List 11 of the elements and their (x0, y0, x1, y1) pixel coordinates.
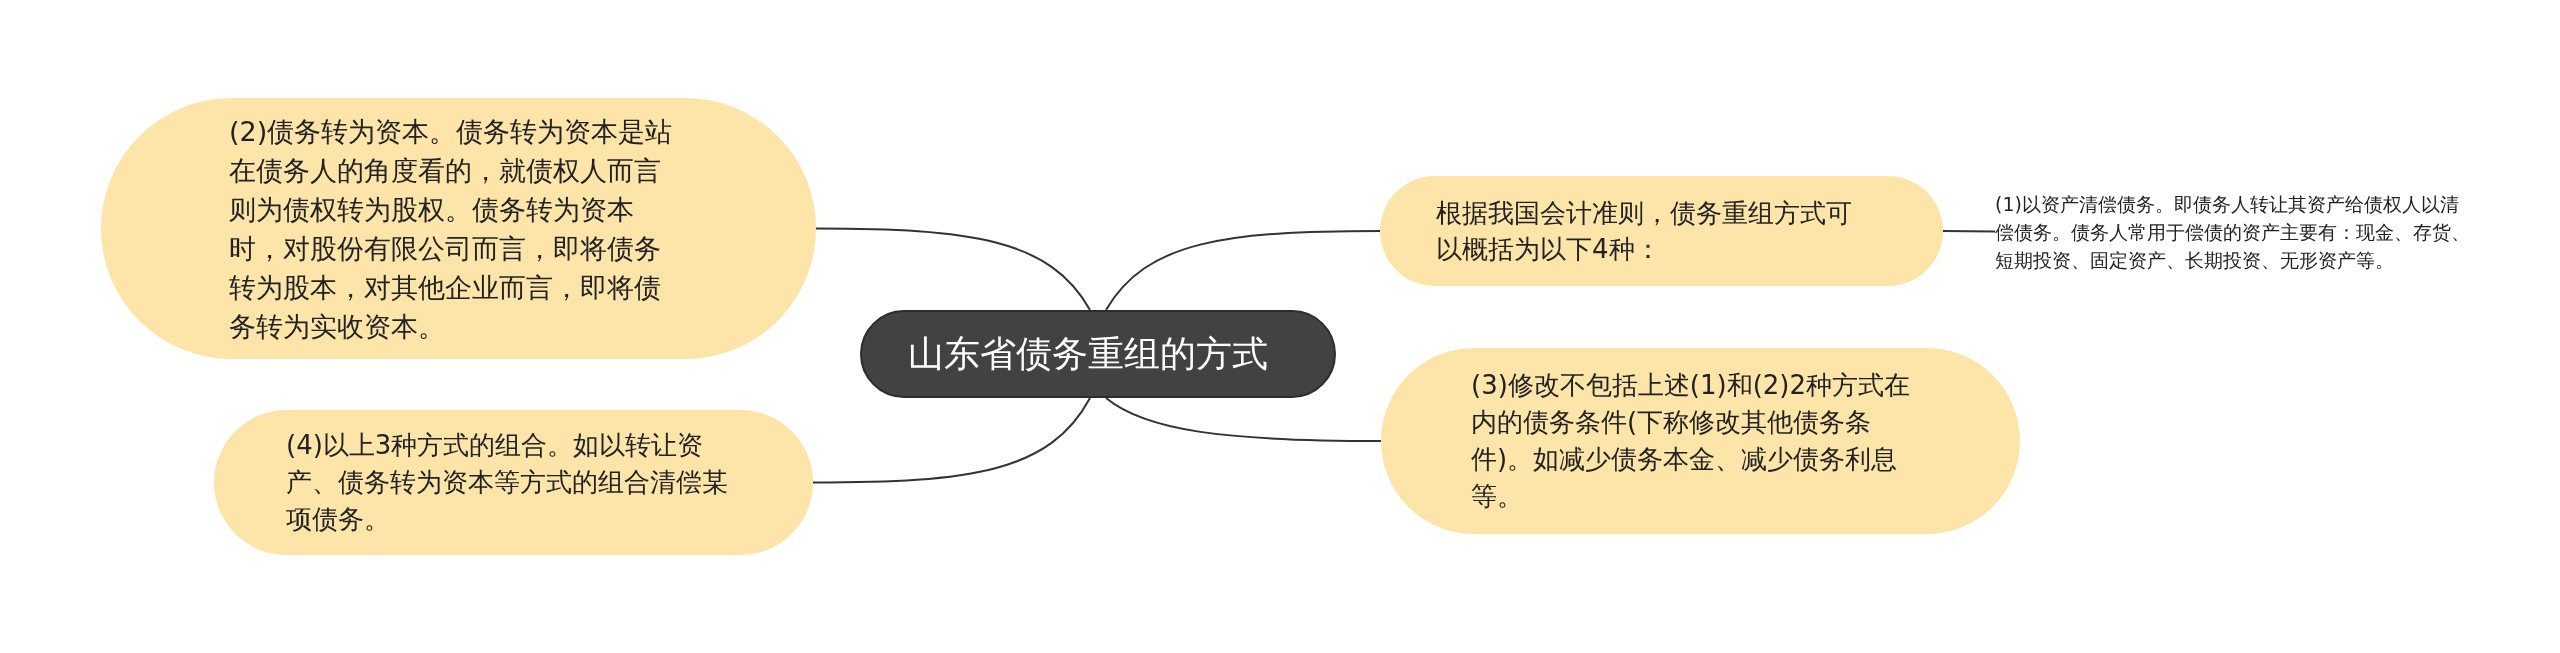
connector-line (1105, 397, 1382, 442)
topic-text: (3)修改不包括上述(1)和(2)2种方式在内的债务条件(下称修改其他债务条件)。如减少债务本金、减少债务利息等。 (1471, 369, 1912, 513)
topic-text: 山东省债务重组的方式 (908, 332, 1269, 376)
connector-line (812, 397, 1091, 484)
connector-line (1942, 230, 1996, 233)
topic-text: (4)以上3种方式的组合。如以转让资产、债务转为资本等方式的组合清偿某项债务。 (286, 429, 729, 536)
topic-text: (2)债务转为资本。债务转为资本是站在债务人的角度看的，就债权人而言则为债权转为股权。债务转为资本时，对股份有限公司而言，即将债务转为股本，对其他企业而言，即将债务转为实收资本。 (229, 114, 674, 344)
note-text: (1)以资产清偿债务。即债务人转让其资产给债权人以清偿债务。债务人常用于偿债的资产主要有：现金、存货、短期投资、固定资产、长期投资、无形资产等。 (1995, 172, 2475, 291)
topic-text: 根据我国会计准则，债务重组方式可以概括为以下4种： (1436, 197, 1853, 266)
connector-line (815, 227, 1091, 311)
connector-line (1105, 230, 1381, 311)
